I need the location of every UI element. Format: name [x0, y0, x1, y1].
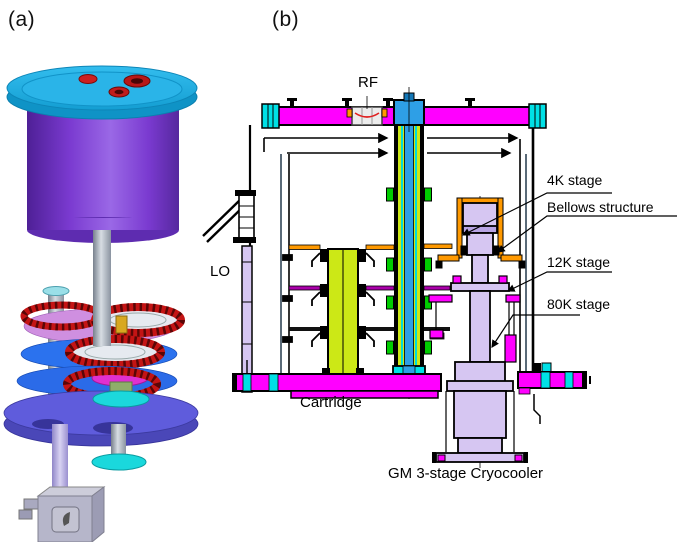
- vessel-lid: [6, 65, 198, 120]
- thermal-clamps: [386, 187, 432, 355]
- cryocooler-body: [432, 390, 528, 463]
- cartridge-step-brackets: [282, 252, 375, 347]
- label-80k-stage: 80K stage: [547, 296, 611, 312]
- cryocooler-12k-flange: [428, 275, 521, 363]
- panel-a-tag: (a): [8, 8, 36, 31]
- cryocooler-4k-head: [462, 202, 498, 284]
- top-plate-end-blocks: [261, 103, 547, 129]
- label-4k-stage: 4K stage: [547, 172, 603, 188]
- label-rf: RF: [358, 74, 378, 91]
- central-waveguide-column: [386, 87, 432, 399]
- stage-plate-4k: [288, 243, 453, 250]
- base-plate-right: [517, 362, 591, 424]
- gm-cryocooler: [428, 196, 528, 468]
- label-bellows-structure: Bellows structure: [547, 199, 654, 215]
- fitting: [429, 329, 444, 339]
- cryostat-3d-rendering: [3, 65, 199, 542]
- central-rod-front: [93, 230, 111, 346]
- coil-ring-middle: [65, 335, 165, 369]
- top-plate: [261, 96, 547, 129]
- label-12k-stage: 12K stage: [547, 254, 611, 270]
- label-gm-cryocooler: GM 3-stage Cryocooler: [388, 465, 544, 482]
- base-plate-left: [232, 360, 442, 399]
- rf-window: [346, 96, 388, 126]
- panel-b-tag: (b): [272, 8, 300, 31]
- cartridge-side-blocks: [320, 249, 366, 376]
- cold-head-box: [18, 486, 106, 542]
- top-plate-bolts: [287, 98, 475, 108]
- stage-plate-12k: [288, 285, 451, 291]
- label-cartridge: Cartridge: [300, 394, 362, 411]
- cryocooler-80k-stage: [446, 290, 514, 392]
- lo-mirror-bracket: [202, 190, 256, 243]
- filter-disc-stack: [3, 301, 199, 447]
- label-lo: LO: [210, 263, 231, 280]
- label-leader-lines: [461, 192, 677, 348]
